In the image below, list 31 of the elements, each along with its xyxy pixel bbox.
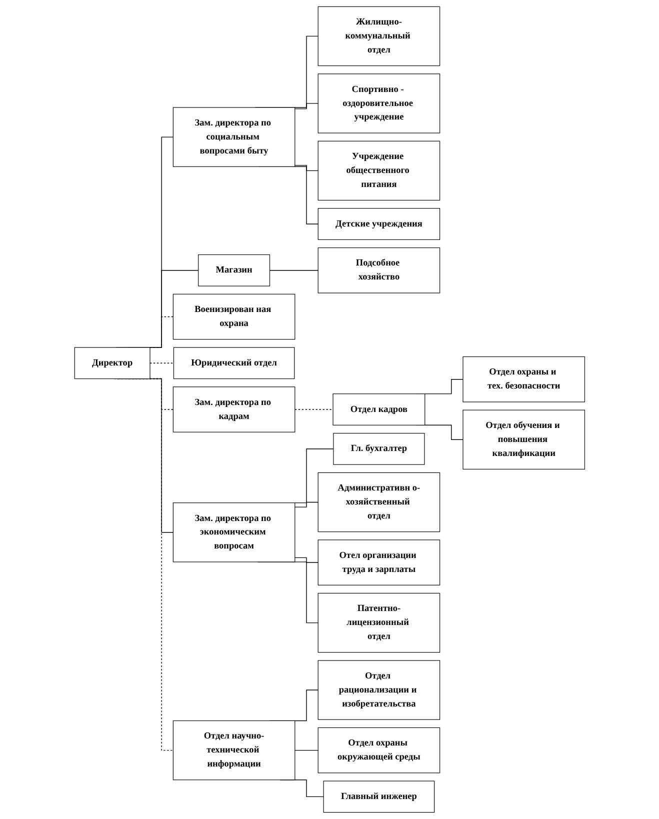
node-box: Гл. бухгалтер (332, 432, 425, 465)
connector (294, 164, 318, 172)
node-box: Военизирован ная охрана (172, 294, 295, 340)
node-box: Административн о-хозяйственный отдел (318, 472, 440, 532)
node-box: Зам. директора по экономическим вопросам (172, 502, 295, 562)
node-box: Отдел обучения и повышения квалификации (462, 410, 585, 470)
node-box: Отдел кадров (332, 394, 425, 426)
connector (294, 557, 318, 563)
node-box: Отдел охраны окружающей среды (318, 727, 440, 774)
node-box: Отдел рационализации и изобретательства (318, 660, 440, 720)
node-box: Главный инженер (323, 780, 434, 813)
node-box: Зам. директора по социальным вопросами быту (172, 107, 295, 167)
node-box: Отдел научно-технической информации (172, 720, 295, 780)
node-box: Зам. директора по кадрам (172, 386, 295, 432)
node-box: Детские учреждения (318, 208, 440, 240)
node-box: Патентно-лицензионный отдел (318, 592, 440, 653)
connector (294, 409, 334, 410)
node-box: Учреждение общественного питания (318, 140, 440, 201)
node-box: Спортивно - оздоровительное учреждение (318, 74, 440, 134)
node-box: Подсобное хозяйство (318, 248, 440, 294)
connector (269, 270, 318, 271)
node-box: Жилищно-коммунальный отдел (318, 6, 440, 66)
connector (294, 103, 318, 110)
connector (294, 502, 318, 508)
connector (294, 750, 318, 751)
node-box: Директор (74, 347, 150, 380)
node-box: Отдел охраны и тех. безопасности (462, 356, 585, 402)
node-box: Юридический отдел (173, 347, 294, 380)
node-box: Магазин (198, 254, 270, 286)
node-box: Отел организации труда и зарплаты (318, 540, 440, 586)
connector (149, 362, 174, 364)
